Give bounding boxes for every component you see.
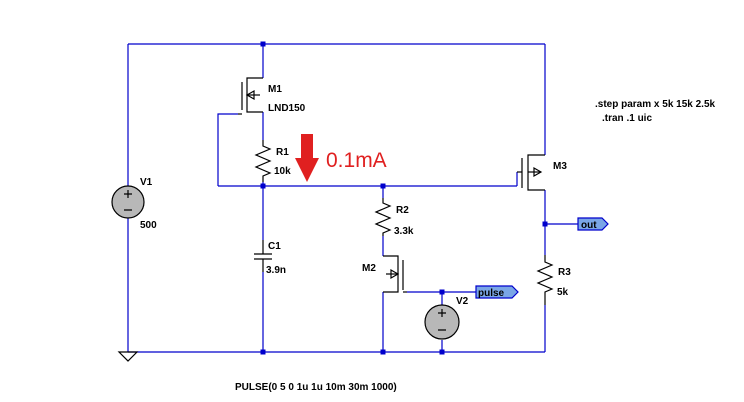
resistor-r1 <box>254 140 272 182</box>
mosfet-m2 <box>383 255 407 293</box>
resistor-r2 <box>374 198 392 236</box>
v1-name-label: V1 <box>140 177 153 188</box>
c1-name-label: C1 <box>268 241 281 252</box>
r1-value-label: 10k <box>274 166 291 177</box>
current-annotation: 0.1mA <box>326 149 387 172</box>
pulse-port <box>475 285 519 299</box>
m2-name-label: M2 <box>362 263 376 274</box>
r3-value-label: 5k <box>557 287 569 298</box>
voltage-source-v1 <box>111 185 145 219</box>
c1-value-label: 3.9n <box>266 265 286 276</box>
v2-pulse-spec: PULSE(0 5 0 1u 1u 10m 30m 1000) <box>235 382 397 393</box>
junction-dot <box>260 183 266 189</box>
mosfet-m3 <box>517 154 545 191</box>
junction-dot <box>260 349 266 355</box>
m1-model-label: LND150 <box>268 103 306 114</box>
junction-dot <box>439 289 445 295</box>
junction-dot <box>260 41 266 47</box>
junction-dot <box>542 221 548 227</box>
v1-value-label: 500 <box>140 220 157 231</box>
resistor-r3 <box>536 255 554 305</box>
pulse-port-label: pulse <box>478 288 505 299</box>
step-directive: .step param x 5k 15k 2.5k <box>595 99 716 110</box>
wires <box>127 43 578 353</box>
junctions <box>260 41 548 355</box>
out-port-label: out <box>581 220 597 231</box>
junction-dot <box>380 183 386 189</box>
junction-dot <box>439 349 445 355</box>
out-port <box>577 217 609 231</box>
tran-directive: .tran .1 uic <box>602 113 652 124</box>
wire-m1-gate <box>217 113 238 186</box>
m3-name-label: M3 <box>553 161 567 172</box>
r2-value-label: 3.3k <box>394 226 414 237</box>
capacitor-c1 <box>254 240 272 272</box>
voltage-source-v2 <box>424 304 460 340</box>
junction-dot <box>380 349 386 355</box>
ground-icon <box>117 351 139 362</box>
mosfet-m1 <box>238 77 263 115</box>
r2-name-label: R2 <box>396 205 409 216</box>
r1-name-label: R1 <box>276 147 289 158</box>
r3-name-label: R3 <box>558 267 571 278</box>
down-arrow-icon <box>295 134 319 182</box>
m1-name-label: M1 <box>268 84 282 95</box>
v2-name-label: V2 <box>456 296 469 307</box>
